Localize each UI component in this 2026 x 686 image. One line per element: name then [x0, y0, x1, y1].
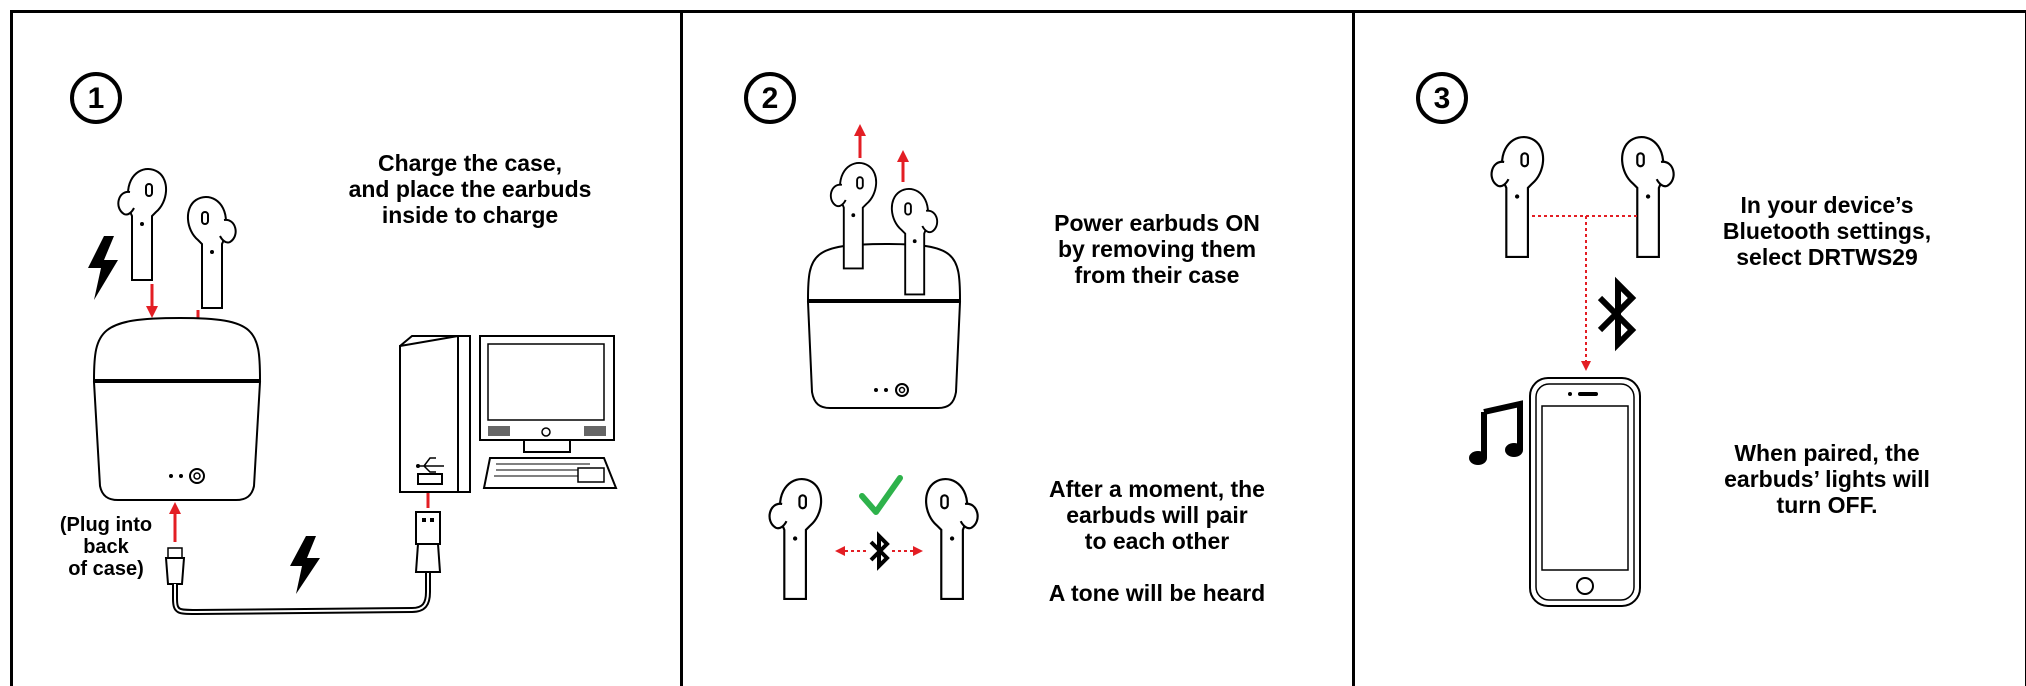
step-2-instruction: Power earbuds ON by removing them from t… — [1054, 210, 1260, 288]
step-1-plug-note: (Plug into back of case) — [59, 514, 153, 580]
step-2-pairing-text: After a moment, the earbuds will pair to… — [1032, 476, 1282, 606]
step-1-panel — [10, 10, 683, 686]
step-3-panel — [1352, 10, 2026, 686]
step-3-result-text: When paired, the earbuds’ lights will tu… — [1724, 440, 1930, 518]
step-2-tone-text: A tone will be heard — [1048, 580, 1266, 606]
step-3-instruction: In your device’s Bluetooth settings, sel… — [1722, 192, 1932, 270]
step-1-instruction: Charge the case, and place the earbuds i… — [348, 150, 592, 228]
